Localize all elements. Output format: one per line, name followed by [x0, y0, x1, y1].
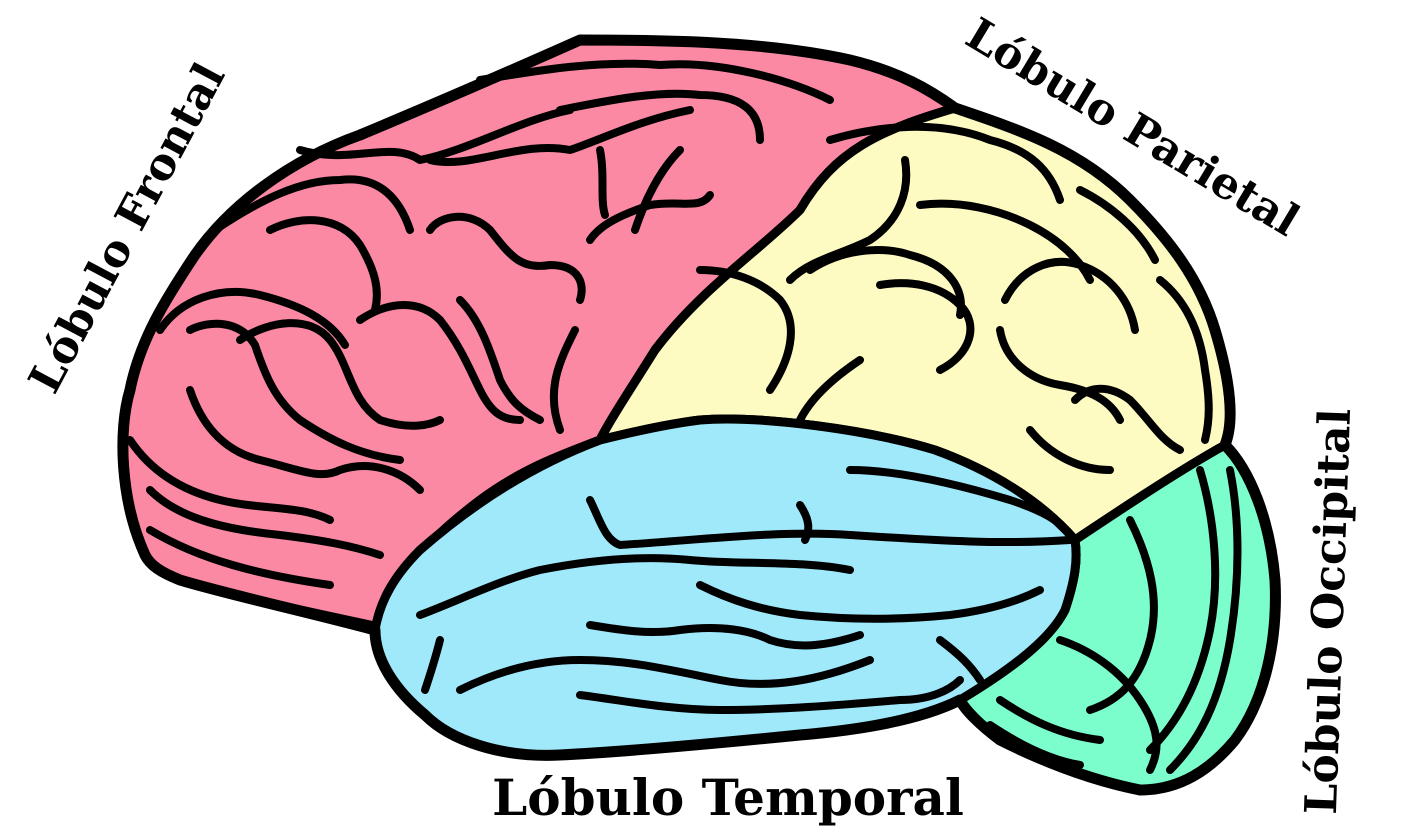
frontal-sulcus	[600, 150, 605, 215]
label-occipital-lobe: Lóbulo Occipital	[1296, 408, 1361, 816]
label-temporal-lobe: Lóbulo Temporal	[492, 768, 964, 827]
